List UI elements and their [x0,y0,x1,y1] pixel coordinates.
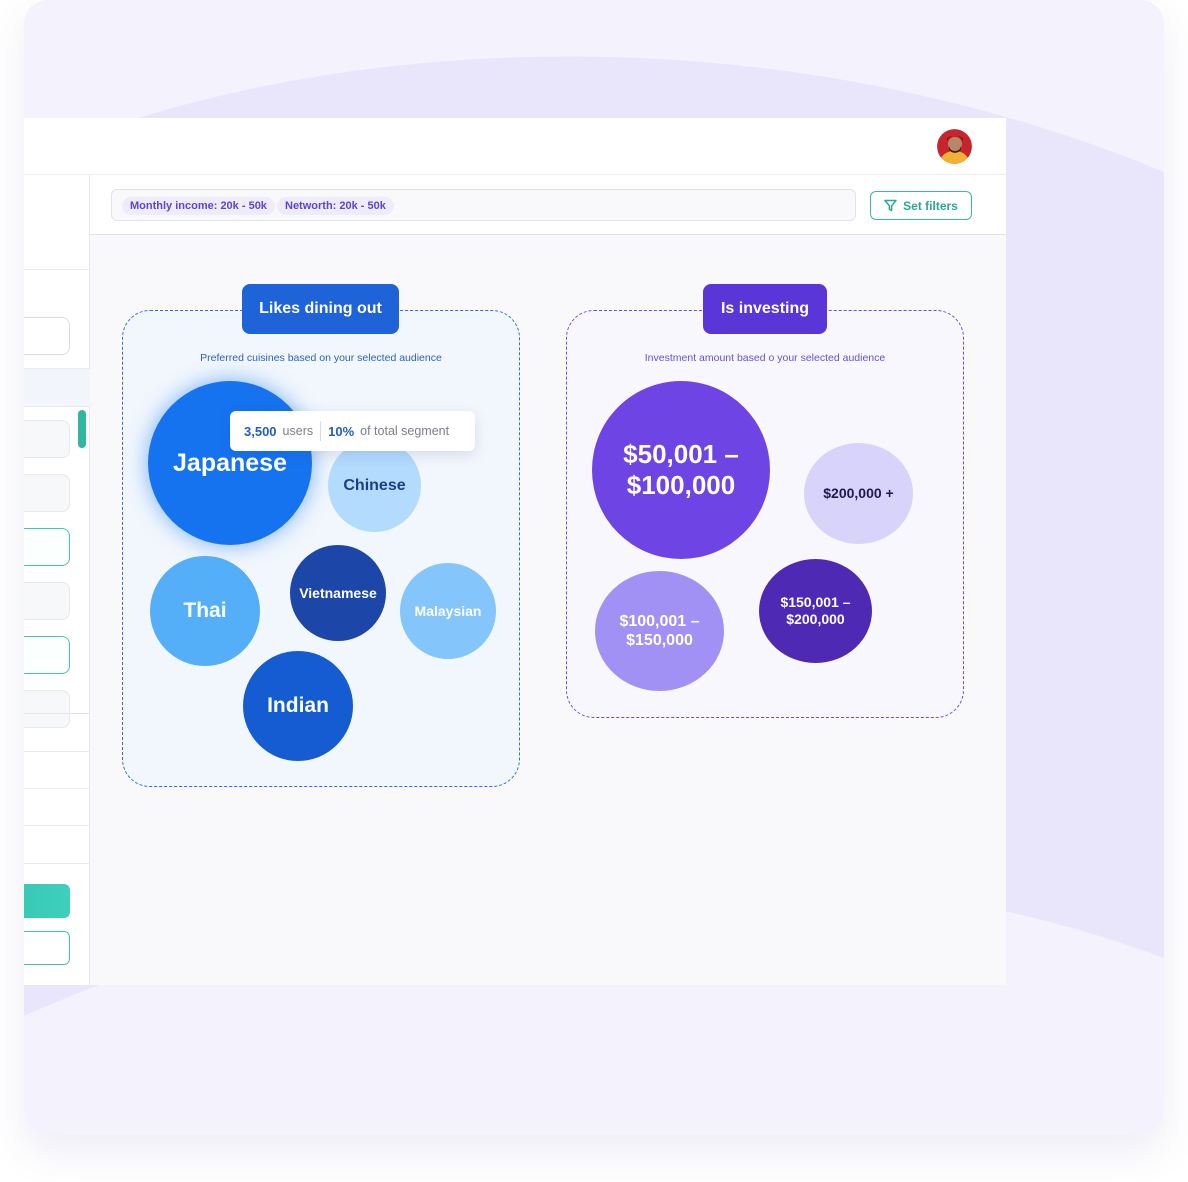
bubble-thai[interactable]: Thai [150,556,260,666]
sidebar-divider [24,406,90,407]
tooltip-users-value: 3,500 [244,423,277,439]
sidebar-divider [24,713,90,714]
sidebar-divider [24,825,90,826]
bubble-100k-150k[interactable]: $100,001 – $150,000 [595,571,724,691]
left-sidebar [24,175,90,985]
dining-panel-subtitle: Preferred cuisines based on your selecte… [200,352,442,364]
set-filters-label: Set filters [903,198,958,213]
bubble-indian[interactable]: Indian [243,651,353,761]
filter-funnel-icon [884,199,897,212]
bubble-200k-plus[interactable]: $200,000 + [804,443,913,544]
sidebar-option[interactable] [24,474,70,512]
sidebar-primary-button[interactable] [24,884,70,918]
sidebar-divider [24,751,90,752]
dining-panel-title: Likes dining out [242,284,399,334]
bubble-chinese[interactable]: Chinese [328,439,421,532]
bubble-malaysian[interactable]: Malaysian [400,563,496,659]
filter-bar: Monthly income: 20k - 50k Networth: 20k … [90,175,1006,235]
sidebar-secondary-button[interactable] [24,931,70,965]
bubble-japanese[interactable]: Japanese [148,381,312,545]
set-filters-button[interactable]: Set filters [870,191,972,220]
filter-chip-monthly-income[interactable]: Monthly income: 20k - 50k [122,197,275,215]
sidebar-divider [24,788,90,789]
sidebar-divider [24,863,90,864]
tooltip-percent-label: of total segment [360,424,450,438]
main-content: Monthly income: 20k - 50k Networth: 20k … [90,175,1006,985]
sidebar-option-selected[interactable] [24,528,70,566]
sidebar-option-selected[interactable] [24,636,70,674]
top-bar [24,118,1006,175]
sidebar-option[interactable] [24,582,70,620]
sidebar-option[interactable] [24,420,70,458]
sidebar-divider [24,368,90,369]
bubble-150k-200k[interactable]: $150,001 – $200,000 [759,559,872,663]
sidebar-divider [24,269,90,270]
user-avatar[interactable] [937,129,972,164]
bubble-vietnamese[interactable]: Vietnamese [290,545,386,641]
investing-panel-subtitle: Investment amount based o your selected … [644,352,886,364]
tooltip-percent-value: 10% [328,423,355,439]
sidebar-section-header [24,368,90,406]
app-window: Monthly income: 20k - 50k Networth: 20k … [24,118,1006,985]
investing-panel-title: Is investing [703,284,827,334]
filter-chip-networth[interactable]: Networth: 20k - 50k [277,197,394,215]
sidebar-option[interactable] [24,690,70,728]
active-filters-field[interactable]: Monthly income: 20k - 50k Networth: 20k … [111,189,856,221]
tooltip-users-label: users [282,424,314,438]
bubble-tooltip: 3,500 users 10% of total segment [230,411,475,451]
sidebar-input[interactable] [24,317,70,355]
sidebar-scrollbar[interactable] [78,410,86,448]
tooltip-divider [320,421,322,441]
bubble-50k-100k[interactable]: $50,001 – $100,000 [592,381,770,559]
